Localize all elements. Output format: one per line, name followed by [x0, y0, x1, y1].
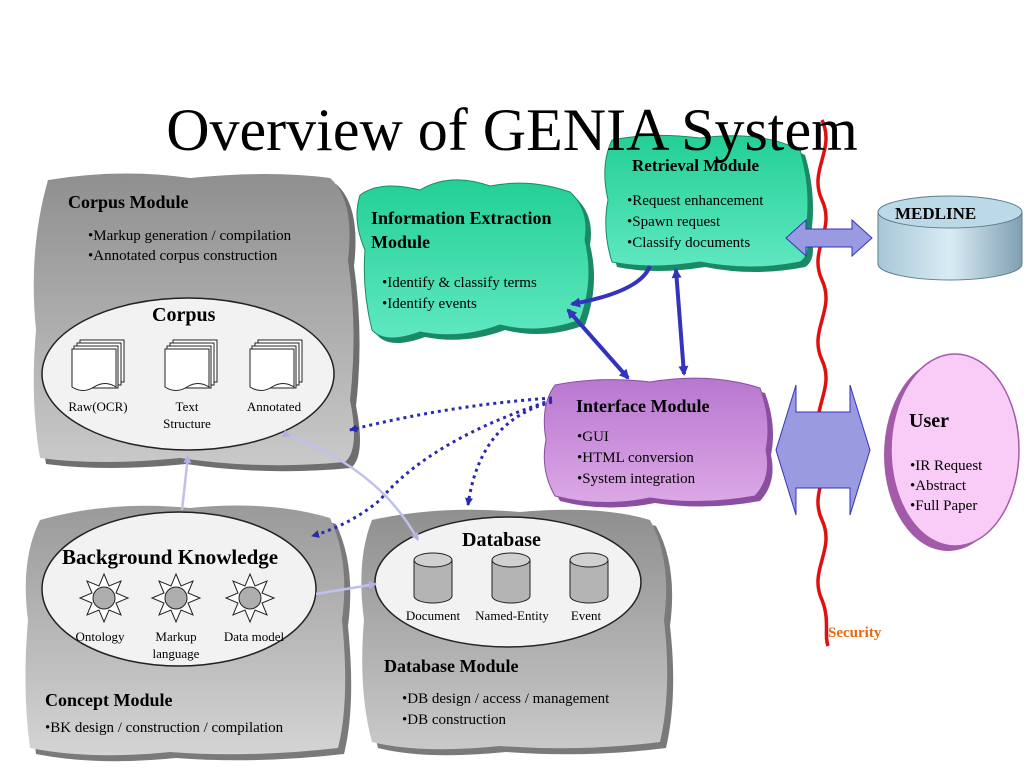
- retrieval-module-bullet-3: •Classify documents: [627, 235, 751, 251]
- bk-inner-title: Background Knowledge: [62, 545, 279, 569]
- text-structure-doc-icon: [164, 339, 218, 391]
- database-module-heading: Database Module: [384, 656, 519, 676]
- interface-to-database-arrow: [465, 400, 553, 506]
- concept-module: [25, 505, 352, 762]
- annotated-doc-icon: [249, 339, 303, 391]
- bk-item-data-model: Data model: [223, 629, 285, 644]
- event-db-icon: [569, 552, 609, 604]
- database-module: [361, 509, 674, 756]
- ie-module: [356, 179, 594, 344]
- corpus-module-bullet-1: •Markup generation / compilation: [88, 228, 292, 244]
- named-entity-db-icon: [491, 552, 531, 604]
- interface-to-corpus-arrow: [349, 396, 553, 433]
- interface-module-bullet-2: •HTML conversion: [577, 450, 694, 466]
- ie-module-heading-line2: Module: [371, 232, 431, 252]
- bk-to-database-link: [315, 581, 377, 596]
- ie-module-bullet-2: •Identify events: [382, 296, 477, 312]
- raw-ocr-doc-icon: [71, 339, 125, 391]
- db-item-event: Event: [570, 608, 602, 623]
- medline-db-icon: [877, 195, 1023, 281]
- page-title: Overview of GENIA System: [166, 97, 858, 163]
- retrieval-interface-arrow: [671, 268, 689, 376]
- retrieval-module-bullet-2: •Spawn request: [627, 214, 721, 230]
- corpus-item-annotated: Annotated: [246, 399, 302, 414]
- concept-module-bullet-1: •BK design / construction / compilation: [45, 720, 284, 736]
- user-bullet-1: •IR Request: [910, 458, 983, 474]
- user-bullet-2: •Abstract: [910, 478, 967, 494]
- user-double-arrow: [775, 384, 871, 516]
- ie-module-heading-line1: Information Extraction: [371, 208, 552, 228]
- retrieval-to-ie-arrow: [570, 265, 652, 308]
- data-model-sun-icon: [224, 572, 276, 624]
- markup-language-sun-icon: [150, 572, 202, 624]
- concept-module-heading: Concept Module: [45, 690, 173, 710]
- medline-double-arrow: [785, 218, 873, 258]
- corpus-module: [33, 173, 360, 472]
- db-item-document: Document: [405, 608, 461, 623]
- document-db-icon: [413, 552, 453, 604]
- ie-module-bullet-1: •Identify & classify terms: [382, 275, 537, 291]
- bk-item-ontology: Ontology: [75, 629, 125, 644]
- corpus-item-text-structure: Text Structure: [163, 399, 211, 431]
- retrieval-module-heading: Retrieval Module: [632, 156, 759, 175]
- security-label: Security: [828, 625, 882, 641]
- corpus-inner-title: Corpus: [152, 304, 216, 326]
- database-module-bullet-1: •DB design / access / management: [402, 691, 610, 707]
- database-inner-title: Database: [462, 529, 541, 551]
- corpus-to-database-link: [282, 429, 420, 541]
- corpus-module-heading: Corpus Module: [68, 192, 189, 212]
- interface-module-bullet-3: •System integration: [577, 471, 696, 487]
- interface-module: [543, 377, 773, 508]
- user-heading: User: [909, 410, 949, 432]
- ie-interface-arrow: [566, 308, 630, 380]
- interface-module-heading: Interface Module: [576, 396, 710, 416]
- bk-item-markup-language: Markup language: [152, 629, 200, 661]
- corpus-item-raw: Raw(OCR): [68, 399, 128, 414]
- user-bullet-3: •Full Paper: [910, 498, 978, 514]
- user-box: [884, 353, 1020, 551]
- retrieval-module: [604, 134, 813, 272]
- security-line: [816, 119, 830, 647]
- ontology-sun-icon: [78, 572, 130, 624]
- interface-module-bullet-1: •GUI: [577, 429, 609, 445]
- medline-label: MEDLINE: [895, 204, 977, 223]
- database-module-bullet-2: •DB construction: [402, 712, 506, 728]
- corpus-module-bullet-2: •Annotated corpus construction: [88, 248, 278, 264]
- bk-to-corpus-link: [180, 455, 192, 511]
- db-item-named-entity: Named-Entity: [475, 608, 549, 623]
- retrieval-module-bullet-1: •Request enhancement: [627, 193, 764, 209]
